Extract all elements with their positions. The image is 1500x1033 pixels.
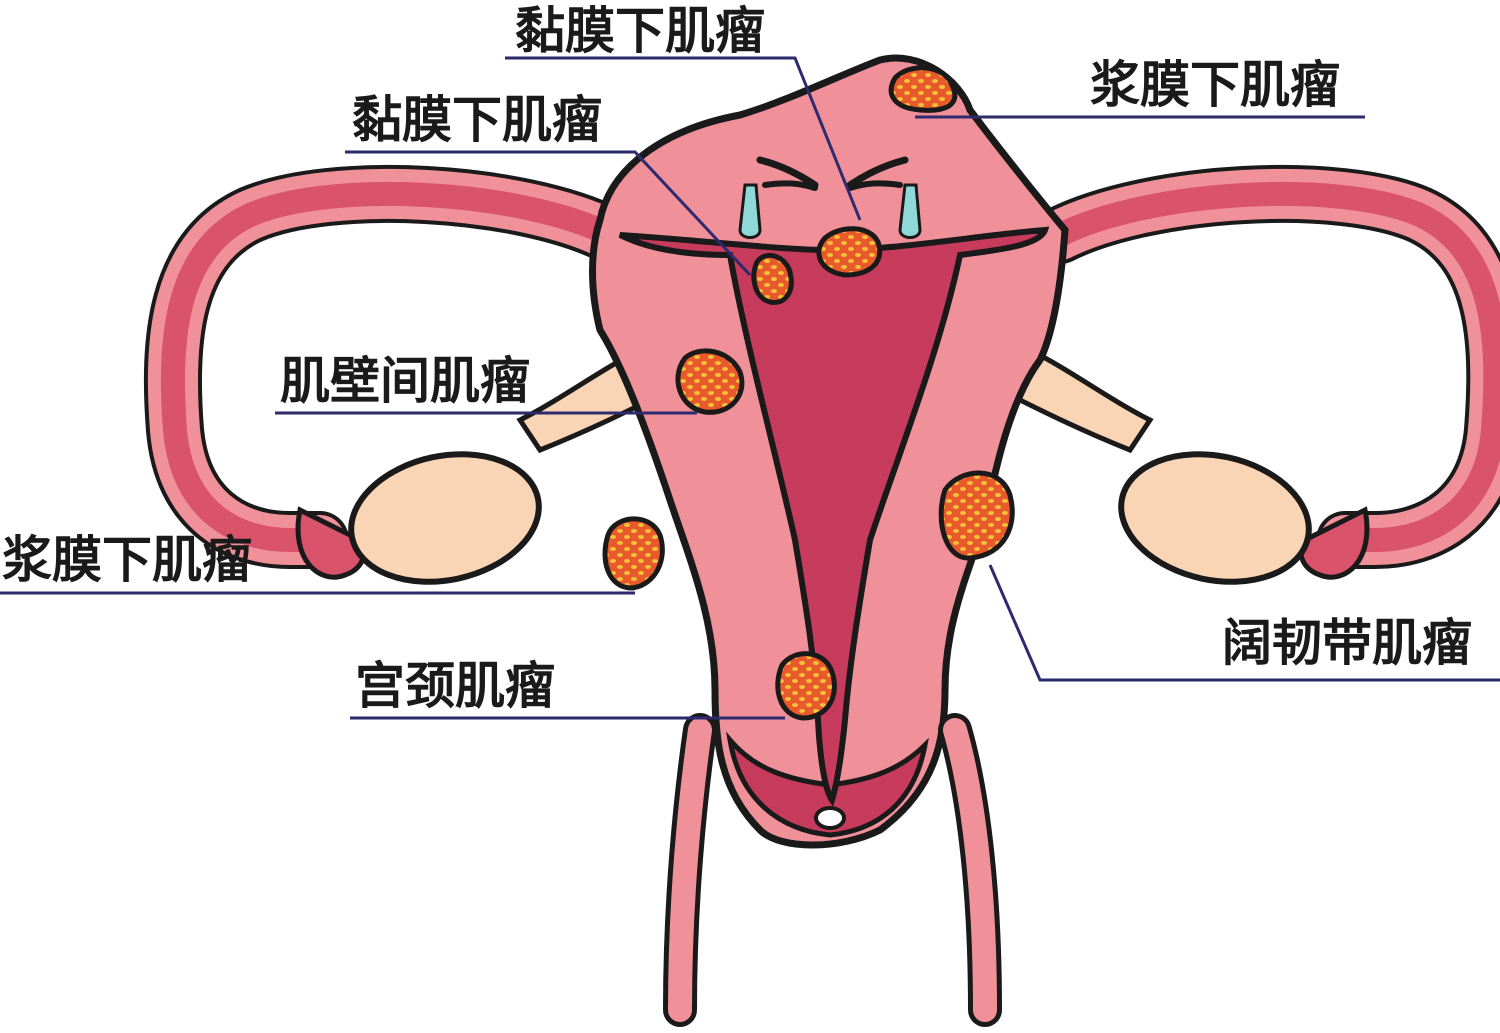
right-tear-icon (898, 183, 922, 239)
fibroid-submucosal-center (816, 226, 883, 278)
label-cervical: 宫颈肌瘤 (355, 656, 555, 715)
fibroids (602, 65, 1015, 721)
uterine-cavity (618, 226, 1050, 807)
left-ovary (348, 451, 542, 585)
cartoon-face (738, 156, 922, 239)
fibroid-intramural (675, 348, 745, 415)
cervical-os (814, 806, 846, 830)
label-subserosal-top: 浆膜下肌瘤 (1090, 55, 1340, 114)
right-ovarian-ligament (1006, 346, 1154, 454)
fibroid-broad-ligament (938, 470, 1015, 561)
label-subserosal-left: 浆膜下肌瘤 (2, 530, 252, 589)
leader-broad-ligament (988, 564, 1500, 682)
fibroid-subserosal-left (602, 516, 665, 591)
leader-submucosal-top (505, 56, 862, 221)
left-tear-icon (738, 183, 762, 239)
fibroid-submucosal-left (751, 252, 794, 305)
leader-submucosal-left (345, 150, 752, 277)
fibroid-subserosal-top (888, 65, 958, 113)
label-broad-ligament: 阔韧带肌瘤 (1222, 613, 1472, 672)
label-submucosal-left: 黏膜下肌瘤 (352, 90, 602, 149)
leader-lines (0, 56, 1500, 720)
right-ovary (1118, 451, 1312, 585)
fibroid-cervical (775, 651, 837, 721)
label-intramural: 肌壁间肌瘤 (280, 351, 530, 410)
label-submucosal-top: 黏膜下肌瘤 (515, 1, 765, 60)
right-fallopian-tube (1031, 164, 1500, 580)
